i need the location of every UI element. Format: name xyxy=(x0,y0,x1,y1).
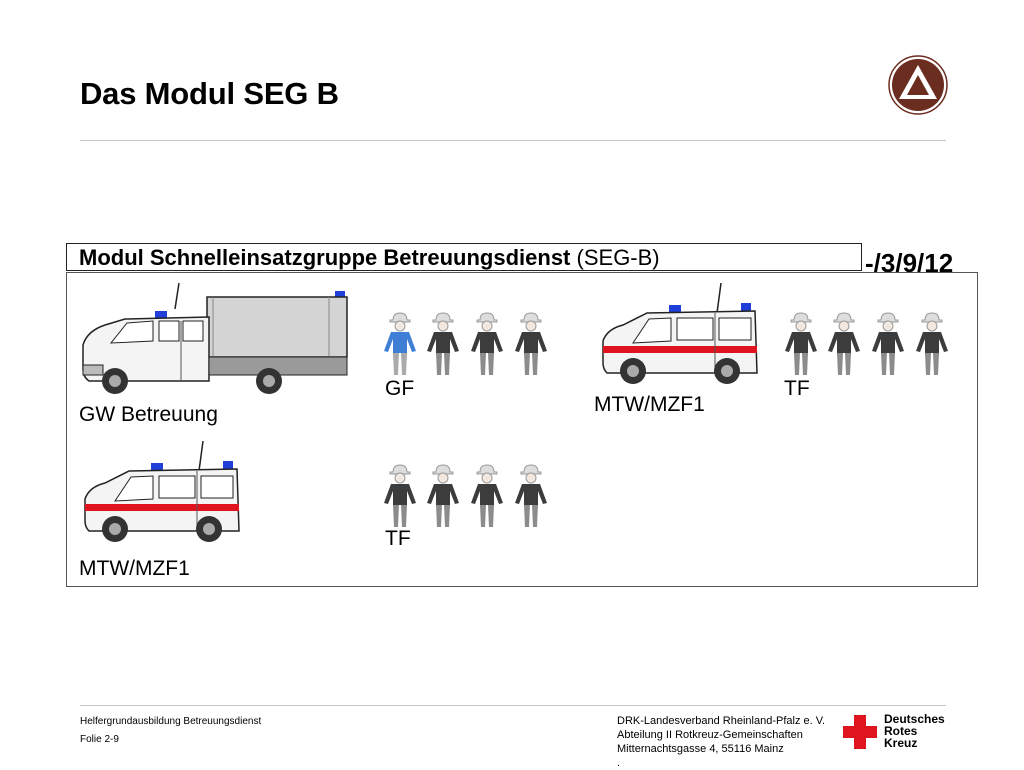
helper-person-icon xyxy=(781,311,821,377)
footer-divider xyxy=(80,705,946,706)
title-divider xyxy=(80,140,946,141)
helper-person-icon xyxy=(912,311,952,377)
gw-label: GW Betreuung xyxy=(79,403,218,427)
footer-slide-number: Folie 2-9 xyxy=(80,734,119,745)
tf1-label: TF xyxy=(784,377,810,401)
gf-label: GF xyxy=(385,377,414,401)
footer-course: Helfergrundausbildung Betreuungsdienst xyxy=(80,716,261,727)
helper-person-icon xyxy=(511,311,551,377)
module-header-abbr: (SEG-B) xyxy=(577,245,660,270)
helper-person-icon xyxy=(511,463,551,529)
footer-org-line2: Abteilung II Rotkreuz-Gemeinschaften xyxy=(617,728,825,742)
tf2-label: TF xyxy=(385,527,411,551)
footer-organization: DRK-Landesverband Rheinland-Pfalz e. V. … xyxy=(617,714,825,770)
helper-person-icon xyxy=(467,463,507,529)
ambulance-van-icon xyxy=(597,283,762,391)
helper-person-icon xyxy=(824,311,864,377)
helper-person-icon xyxy=(423,463,463,529)
helper-person-icon xyxy=(423,311,463,377)
helper-person-icon xyxy=(380,463,420,529)
drk-wordmark-line3: Kreuz xyxy=(884,737,945,749)
module-header-main: Modul Schnelleinsatzgruppe Betreuungsdie… xyxy=(79,245,570,270)
truck-icon xyxy=(79,281,359,399)
module-header: Modul Schnelleinsatzgruppe Betreuungsdie… xyxy=(66,243,862,271)
page-title: Das Modul SEG B xyxy=(80,76,339,112)
footer-org-line3: Mitternachtsgasse 4, 55116 Mainz xyxy=(617,742,825,756)
mtw2-label: MTW/MZF1 xyxy=(79,557,190,581)
drk-wordmark: Deutsches Rotes Kreuz xyxy=(884,713,945,749)
leader-person-icon xyxy=(380,311,420,377)
red-cross-icon xyxy=(843,715,877,749)
ambulance-van-icon xyxy=(79,441,244,549)
helper-person-icon xyxy=(868,311,908,377)
helper-person-icon xyxy=(467,311,507,377)
unit-panel: GW Betreuung GF MTW/MZF xyxy=(66,272,978,587)
mtw1-label: MTW/MZF1 xyxy=(594,393,705,417)
footer-org-line1: DRK-Landesverband Rheinland-Pfalz e. V. xyxy=(617,714,825,728)
triangle-emblem-icon xyxy=(888,55,948,115)
